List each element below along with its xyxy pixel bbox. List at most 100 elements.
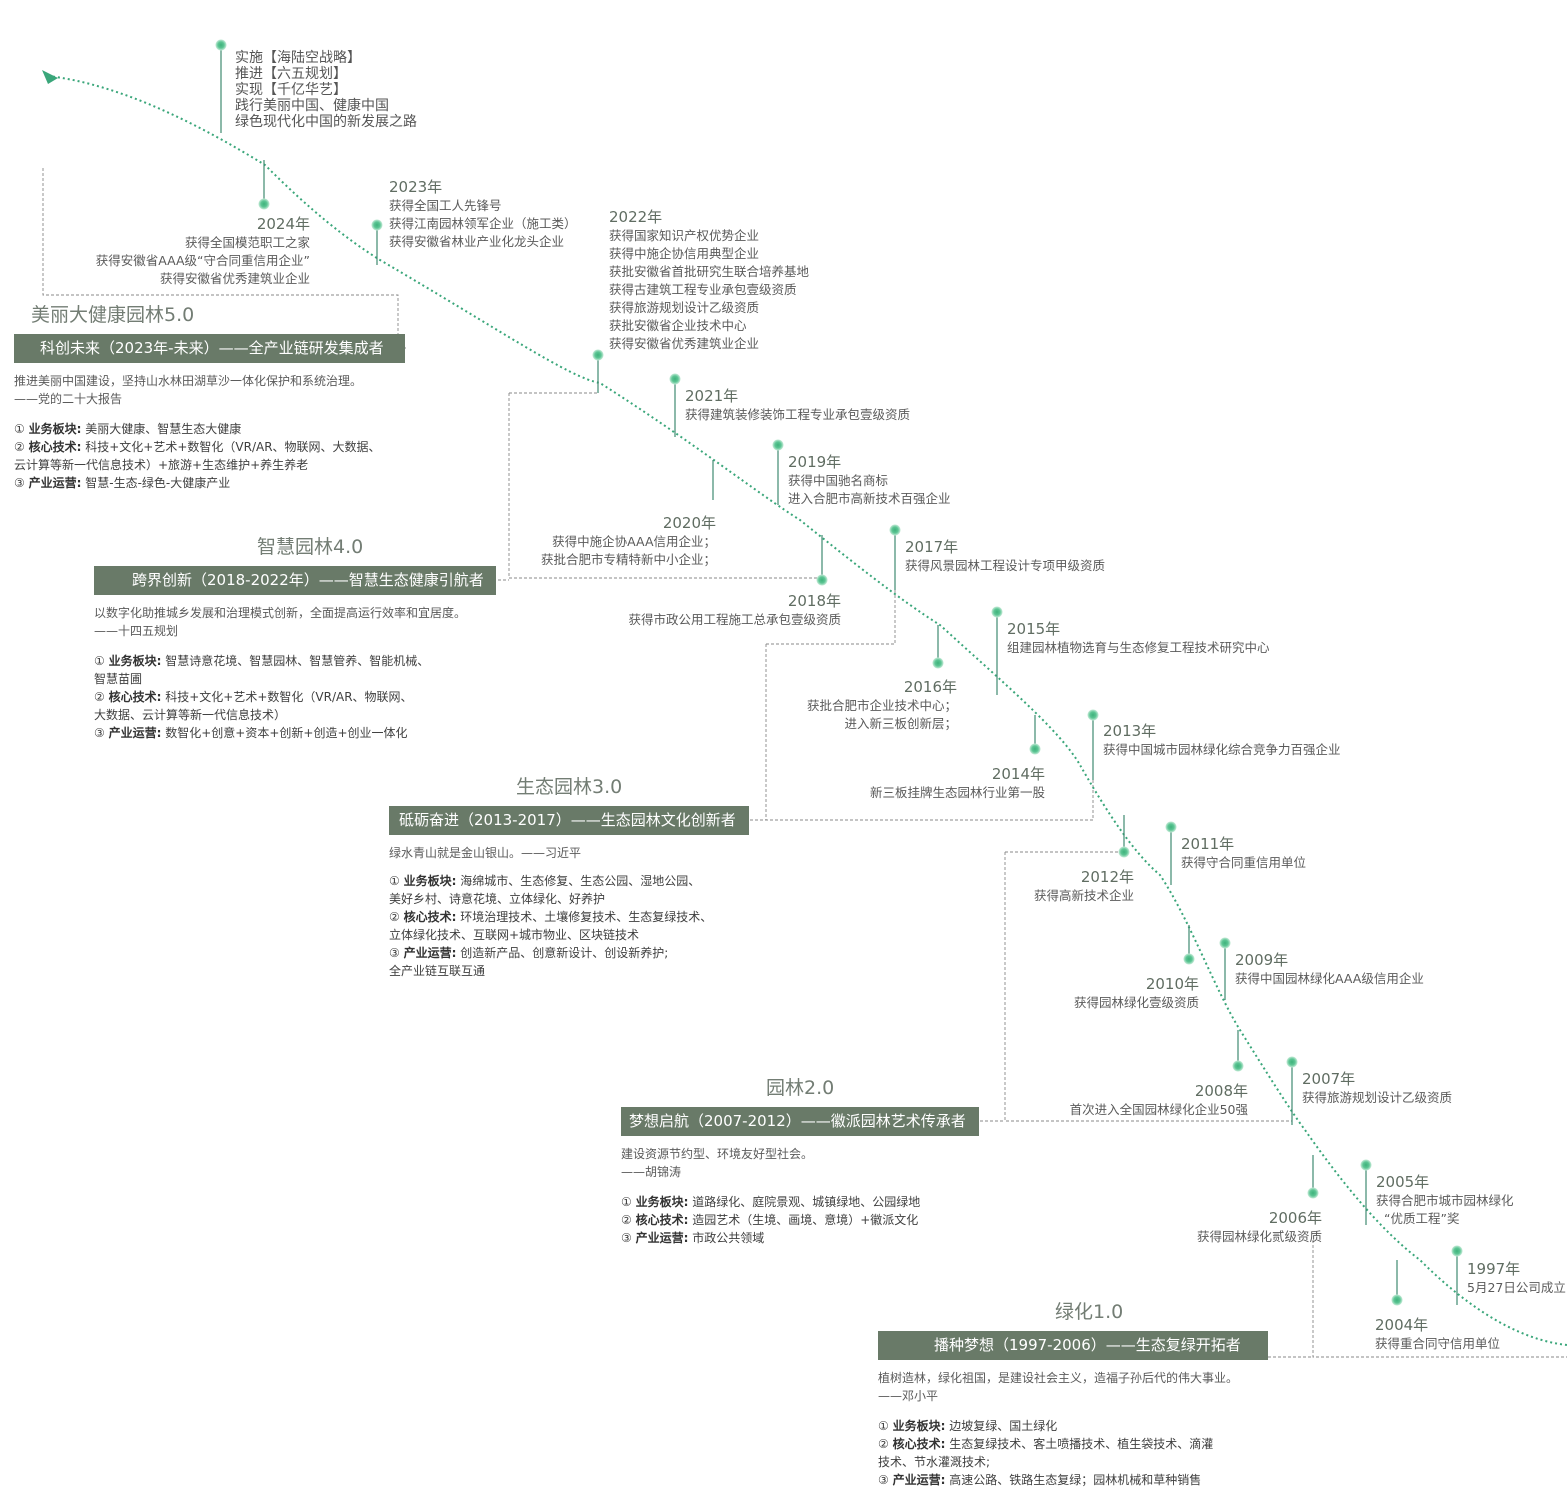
milestone-2009: 2009年 获得中国园林绿化AAA级信用企业 <box>1235 951 1424 986</box>
milestone-marker-2013 <box>1087 709 1099 780</box>
milestone-marker-2011 <box>1165 821 1177 885</box>
milestone-marker-2017 <box>889 524 901 590</box>
stage-title-4: 智慧园林4.0 <box>257 536 364 558</box>
stage-points-5: ① 业务板块: 美丽大健康、智慧生态大健康 ② 核心技术: 科技+文化+艺术+数… <box>14 422 381 490</box>
slogan-line: 推进【六五规划】 <box>235 66 347 82</box>
stage-quote-2: 建设资源节约型、环境友好型社会。 ——胡锦涛 <box>621 1147 814 1179</box>
arrow-head-icon <box>42 70 58 84</box>
stage-quote-4: 以数字化助推城乡发展和治理模式创新，全面提高运行效率和宜居度。 ——十四五规划 <box>94 606 467 638</box>
growth-curve <box>47 75 1567 1346</box>
milestone-dot <box>215 39 227 51</box>
stage-title-5: 美丽大健康园林5.0 <box>31 304 195 326</box>
stage-quote-1: 植树造林，绿化祖国，是建设社会主义，造福子孙后代的伟大事业。 ——邓小平 <box>878 1371 1239 1403</box>
milestone-2021: 2021年 获得建筑装修装饰工程专业承包壹级资质 <box>685 387 911 422</box>
stage-band-5: 科创未来（2023年-未来）——全产业链研发集成者 <box>14 334 405 363</box>
milestone-dot <box>1183 953 1195 965</box>
milestone-marker-2023 <box>371 219 383 265</box>
slogan-line: 实现【千亿华艺】 <box>235 82 347 98</box>
milestone-2015: 2015年 组建园林植物选育与生态修复工程技术研究中心 <box>1007 620 1270 655</box>
stage-points-4: ① 业务板块: 智慧诗意花境、智慧园林、智慧管养、智能机械、 智慧苗圃 ② 核心… <box>94 654 430 740</box>
slogan: 实施【海陆空战略】 推进【六五规划】 实现【千亿华艺】 践行美丽中国、健康中国 … <box>235 50 417 130</box>
slogan-line: 实施【海陆空战略】 <box>235 50 361 66</box>
milestone-marker-2006 <box>1307 1155 1319 1199</box>
stage-band-4: 跨界创新（2018-2022年）——智慧生态健康引航者 <box>94 566 496 595</box>
stage-band-1: 播种梦想（1997-2006）——生态复绿开拓者 <box>878 1331 1268 1360</box>
milestone-marker-2005 <box>1360 1159 1372 1225</box>
stage-band-2: 梦想启航（2007-2012）——徽派园林艺术传承者 <box>621 1107 979 1136</box>
stage-quote-3: 绿水青山就是金山银山。——习近平 <box>389 846 582 860</box>
milestone-dot <box>1232 1060 1244 1072</box>
milestone-2022: 2022年 获得国家知识产权优势企业 获得中施企协信用典型企业 获批安徽省首批研… <box>609 208 810 351</box>
milestone-marker-2004 <box>1391 1260 1403 1306</box>
stage-points-1: ① 业务板块: 边坡复绿、国土绿化 ② 核心技术: 生态复绿技术、客土喷播技术、… <box>878 1419 1214 1487</box>
milestone-dot <box>932 657 944 669</box>
milestone-dot <box>1451 1245 1463 1257</box>
milestone-2012: 2012年 获得高新技术企业 <box>1033 868 1134 903</box>
milestone-2011: 2011年 获得守合同重信用单位 <box>1181 835 1307 870</box>
slogan-line: 绿色现代化中国的新发展之路 <box>235 114 417 130</box>
milestone-dot <box>258 198 270 210</box>
milestone-dot <box>991 606 1003 618</box>
stage-title-2: 园林2.0 <box>766 1077 835 1099</box>
milestone-marker-2015 <box>991 606 1003 695</box>
milestone-dot <box>1118 846 1130 858</box>
stage-points-2: ① 业务板块: 道路绿化、庭院景观、城镇绿地、公园绿地 ② 核心技术: 造园艺术… <box>621 1195 921 1245</box>
milestone-stems <box>215 39 1463 1306</box>
milestone-marker-2024 <box>258 160 270 210</box>
milestone-2017: 2017年 获得风景园林工程设计专项甲级资质 <box>905 538 1106 573</box>
milestone-dot <box>816 574 828 586</box>
milestone-dot <box>669 373 681 385</box>
stage-title-1: 绿化1.0 <box>1055 1301 1124 1323</box>
milestone-marker-2021 <box>669 373 681 437</box>
milestone-dot <box>772 439 784 451</box>
milestone-2005: 2005年 获得合肥市城市园林绿化 “优质工程”奖 <box>1376 1173 1514 1226</box>
milestone-2020: 2020年 获得中施企协AAA信用企业； 获批合肥市专精特新中小企业； <box>540 514 716 567</box>
milestone-marker-slogan <box>215 39 227 133</box>
bracket-stage-2 <box>980 851 1292 1122</box>
bracket-stage-4 <box>498 392 822 581</box>
milestone-dot <box>592 349 604 361</box>
stage-title-3: 生态园林3.0 <box>516 776 623 798</box>
milestone-dot <box>1087 709 1099 721</box>
milestone-2007: 2007年 获得旅游规划设计乙级资质 <box>1302 1070 1453 1105</box>
milestone-dot <box>1391 1294 1403 1306</box>
milestone-2014: 2014年 新三板挂牌生态园林行业第一股 <box>869 765 1045 800</box>
stage-points-3: ① 业务板块: 海绵城市、生态修复、生态公园、湿地公园、 美好乡村、诗意花境、立… <box>389 874 713 978</box>
milestone-2013: 2013年 获得中国城市园林绿化综合竞争力百强企业 <box>1103 722 1341 757</box>
stage-band-3: 砥砺奋进（2013-2017）——生态园林文化创新者 <box>389 806 749 835</box>
milestone-marker-2007 <box>1286 1056 1298 1125</box>
milestone-marker-2014 <box>1029 715 1041 755</box>
milestone-2006: 2006年 获得园林绿化贰级资质 <box>1196 1209 1322 1244</box>
milestone-2018: 2018年 获得市政公用工程施工总承包壹级资质 <box>628 592 841 627</box>
milestone-marker-2009 <box>1219 937 1231 1000</box>
milestone-dot <box>1219 937 1231 949</box>
milestone-marker-2022 <box>592 349 604 393</box>
milestone-dot <box>1165 821 1177 833</box>
milestone-marker-1997 <box>1451 1245 1463 1305</box>
stage-quote-5: 推进美丽中国建设，坚持山水林田湖草沙一体化保护和系统治理。 ——党的二十大报告 <box>14 374 363 406</box>
milestone-2008: 2008年 首次进入全国园林绿化企业50强 <box>1069 1082 1248 1117</box>
milestone-marker-2018 <box>816 535 828 586</box>
milestone-2016: 2016年 获批合肥市企业技术中心； 进入新三板创新层； <box>806 678 957 731</box>
milestone-marker-2010 <box>1183 925 1195 965</box>
milestone-2004: 2004年 获得重合同守信用单位 <box>1374 1316 1500 1351</box>
slogan-line: 践行美丽中国、健康中国 <box>235 98 389 114</box>
bracket-stage-1 <box>1268 1240 1567 1358</box>
milestone-dot <box>371 219 383 231</box>
bracket-stage-3 <box>750 590 1094 821</box>
milestone-marker-2019 <box>772 439 784 505</box>
milestone-2023: 2023年 获得全国工人先锋号 获得江南园林领军企业（施工类） 获得安徽省林业产… <box>389 178 577 249</box>
milestone-2019: 2019年 获得中国驰名商标 进入合肥市高新技术百强企业 <box>788 453 951 506</box>
milestone-2010: 2010年 获得园林绿化壹级资质 <box>1073 975 1199 1010</box>
milestone-marker-2016 <box>932 625 944 669</box>
milestone-dot <box>1029 743 1041 755</box>
milestone-2024: 2024年 获得全国模范职工之家 获得安徽省AAA级“守合同重信用企业” 获得安… <box>95 215 310 286</box>
milestone-dot <box>1307 1187 1319 1199</box>
milestone-1997: 1997年 5月27日公司成立 <box>1467 1260 1566 1295</box>
milestone-dot <box>1360 1159 1372 1171</box>
milestone-dot <box>889 524 901 536</box>
milestone-marker-2008 <box>1232 1030 1244 1072</box>
milestone-marker-2012 <box>1118 815 1130 858</box>
milestone-dot <box>1286 1056 1298 1068</box>
